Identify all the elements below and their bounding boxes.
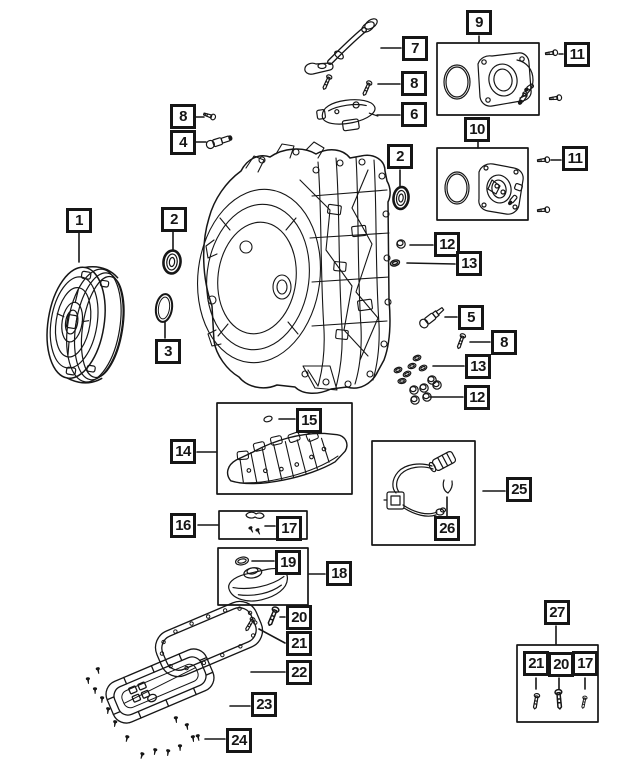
frame-pump-10 (436, 147, 529, 221)
callout-18[interactable]: 18 (326, 561, 352, 586)
callout-14[interactable]: 14 (170, 439, 196, 464)
pan-gasket-drawing (154, 600, 264, 678)
callout-25[interactable]: 25 (506, 477, 532, 502)
frame-bolt-chart (516, 644, 599, 723)
seal-2a-drawing (162, 249, 182, 275)
callout-2[interactable]: 2 (387, 144, 413, 169)
callout-3[interactable]: 3 (155, 339, 181, 364)
callout-6[interactable]: 6 (401, 102, 427, 127)
callout-10[interactable]: 10 (464, 117, 490, 142)
callout-13[interactable]: 13 (456, 251, 482, 276)
torque-converter-drawing (46, 266, 125, 384)
callout-26[interactable]: 26 (434, 516, 460, 541)
frame-harness (371, 440, 476, 546)
callout-12[interactable]: 12 (434, 232, 460, 257)
oring-3-drawing (154, 293, 174, 323)
valve-body-drawing (226, 430, 348, 485)
pump-10-drawing (444, 163, 524, 215)
frame-pump-9 (436, 42, 540, 116)
callout-11[interactable]: 11 (564, 42, 590, 67)
callout-13[interactable]: 13 (465, 354, 491, 379)
callout-4[interactable]: 4 (170, 130, 196, 155)
callout-24[interactable]: 24 (226, 728, 252, 753)
leader-lines (78, 35, 586, 740)
frame-filter (217, 547, 309, 606)
callout-11[interactable]: 11 (562, 146, 588, 171)
callout-23[interactable]: 23 (251, 692, 277, 717)
filler-tube-drawing (304, 18, 378, 75)
callout-17[interactable]: 17 (572, 651, 598, 676)
callout-5[interactable]: 5 (458, 305, 484, 330)
oil-filter-drawing (228, 556, 288, 602)
callout-17[interactable]: 17 (276, 516, 302, 541)
oil-pan-drawing (105, 648, 215, 724)
callout-20[interactable]: 20 (548, 652, 574, 677)
callout-20[interactable]: 20 (286, 605, 312, 630)
callout-21[interactable]: 21 (523, 651, 549, 676)
callout-21[interactable]: 21 (286, 631, 312, 656)
callout-9[interactable]: 9 (466, 10, 492, 35)
callout-2[interactable]: 2 (161, 207, 187, 232)
pressure-sensor-5-drawing (419, 307, 445, 329)
group-frames (216, 42, 599, 723)
pump-9-drawing (443, 52, 535, 107)
callout-7[interactable]: 7 (402, 36, 428, 61)
speed-sensor-4-drawing (205, 135, 233, 150)
callout-27[interactable]: 27 (544, 600, 570, 625)
frame-valve-body (216, 402, 353, 495)
range-sensor-6-drawing (316, 99, 379, 132)
transmission-case-drawing (196, 141, 392, 394)
callout-8[interactable]: 8 (170, 104, 196, 129)
callout-8[interactable]: 8 (491, 330, 517, 355)
callout-15[interactable]: 15 (296, 408, 322, 433)
frame-shift-parts (218, 510, 308, 540)
callout-19[interactable]: 19 (275, 550, 301, 575)
callout-22[interactable]: 22 (286, 660, 312, 685)
callout-16[interactable]: 16 (170, 513, 196, 538)
callout-12[interactable]: 12 (464, 385, 490, 410)
callout-8[interactable]: 8 (401, 71, 427, 96)
oring-15-drawing (263, 415, 273, 423)
harness-drawing (383, 450, 457, 517)
shift-parts-drawing (245, 511, 265, 537)
callout-1[interactable]: 1 (66, 208, 92, 233)
seal-2b-drawing (392, 185, 410, 211)
